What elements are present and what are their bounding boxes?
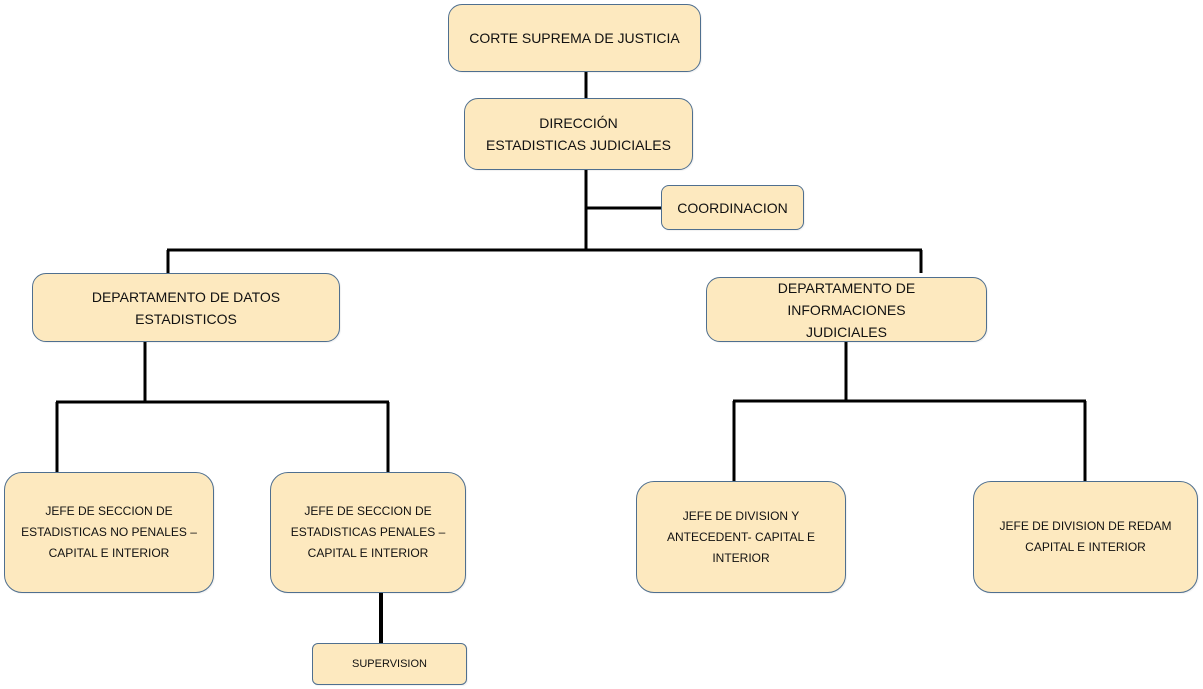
departamento-informaciones-box: DEPARTAMENTO DE INFORMACIONES JUDICIALES [706, 277, 987, 342]
departamento-datos-label: DEPARTAMENTO DE DATOS ESTADISTICOS [91, 288, 281, 327]
jefe-no-penales-box: JEFE DE SECCION DE ESTADISTICAS NO PENAL… [4, 472, 214, 593]
jefe-division-redam-box: JEFE DE DIVISION DE REDAM CAPITAL E INTE… [973, 481, 1198, 593]
jefe-penales-box: JEFE DE SECCION DE ESTADISTICAS PENALES … [270, 472, 466, 593]
jefe-division-antecedent-label: JEFE DE DIVISION Y ANTECEDENT- CAPITAL E… [666, 508, 816, 565]
jefe-no-penales-label: JEFE DE SECCION DE ESTADISTICAS NO PENAL… [21, 504, 197, 560]
supervision-box: SUPERVISION [312, 643, 467, 685]
corte-suprema-box: CORTE SUPREMA DE JUSTICIA [448, 4, 701, 72]
supervision-label: SUPERVISION [352, 658, 427, 670]
direccion-box: DIRECCIÓN ESTADISTICAS JUDICIALES [464, 98, 693, 170]
coordinacion-box: COORDINACION [661, 185, 804, 230]
coordinacion-label: COORDINACION [677, 199, 788, 216]
jefe-division-antecedent-box: JEFE DE DIVISION Y ANTECEDENT- CAPITAL E… [636, 481, 846, 593]
jefe-division-redam-label: JEFE DE DIVISION DE REDAM CAPITAL E INTE… [999, 519, 1172, 554]
departamento-datos-box: DEPARTAMENTO DE DATOS ESTADISTICOS [32, 273, 340, 342]
departamento-informaciones-label: DEPARTAMENTO DE INFORMACIONES JUDICIALES [777, 279, 916, 340]
corte-suprema-label: CORTE SUPREMA DE JUSTICIA [469, 30, 680, 46]
jefe-penales-label: JEFE DE SECCION DE ESTADISTICAS PENALES … [290, 504, 446, 560]
direccion-label: DIRECCIÓN ESTADISTICAS JUDICIALES [486, 115, 671, 153]
